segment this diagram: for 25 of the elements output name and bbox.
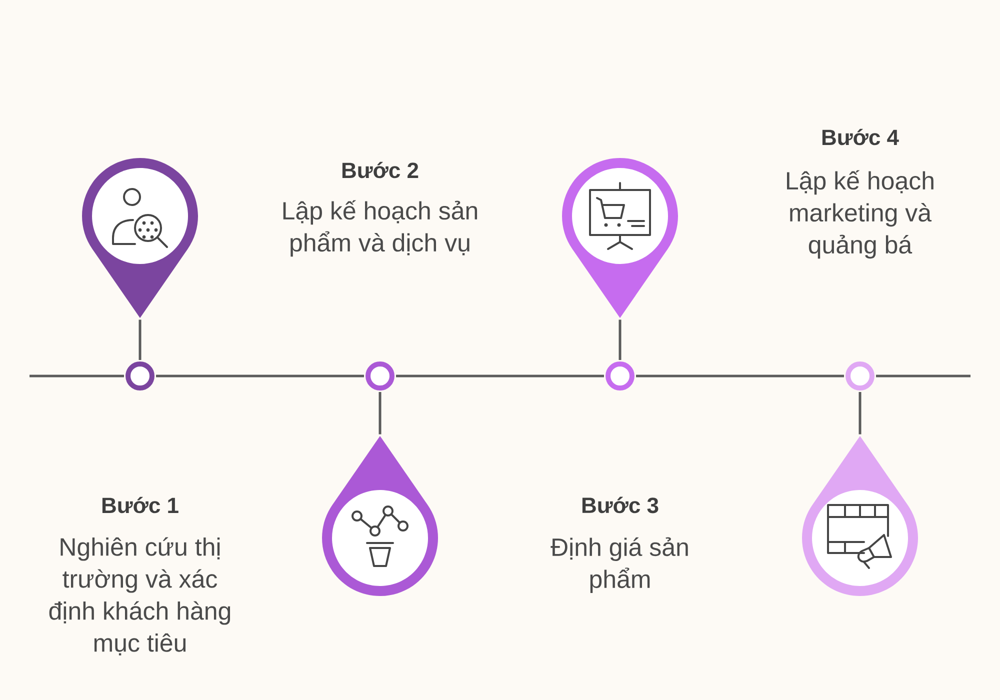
connector-line — [618, 320, 622, 360]
connector-line — [156, 374, 364, 378]
timeline-marker — [366, 362, 394, 390]
connector-line — [858, 392, 862, 434]
step-heading: Bước 4 — [822, 128, 899, 146]
map-pin — [322, 436, 438, 596]
connector-line — [636, 374, 844, 378]
map-pin — [82, 158, 198, 318]
map-pin — [802, 436, 918, 596]
connector-line — [876, 374, 970, 378]
timeline-marker — [606, 362, 634, 390]
timeline-marker — [126, 362, 154, 390]
step-heading: Bước 1 — [102, 496, 178, 514]
step-description: Lập kế hoạch marketing và quảng bá — [787, 170, 934, 259]
step-heading: Bước 2 — [342, 162, 418, 178]
connector-line — [138, 320, 142, 360]
step-description: Định giá sản phẩm — [550, 537, 688, 593]
step-description: Nghiên cứu thị trường và xác định khách hàng mục tiêu — [49, 537, 230, 656]
connector-line — [378, 392, 382, 434]
connector-line — [396, 374, 604, 378]
step-description: Lập kế hoạch sản phẩm và dịch vụ — [283, 200, 478, 257]
map-pin — [562, 158, 678, 318]
step-heading: Bước 3 — [582, 496, 658, 514]
connector-line — [30, 374, 124, 378]
timeline-marker — [846, 362, 874, 390]
